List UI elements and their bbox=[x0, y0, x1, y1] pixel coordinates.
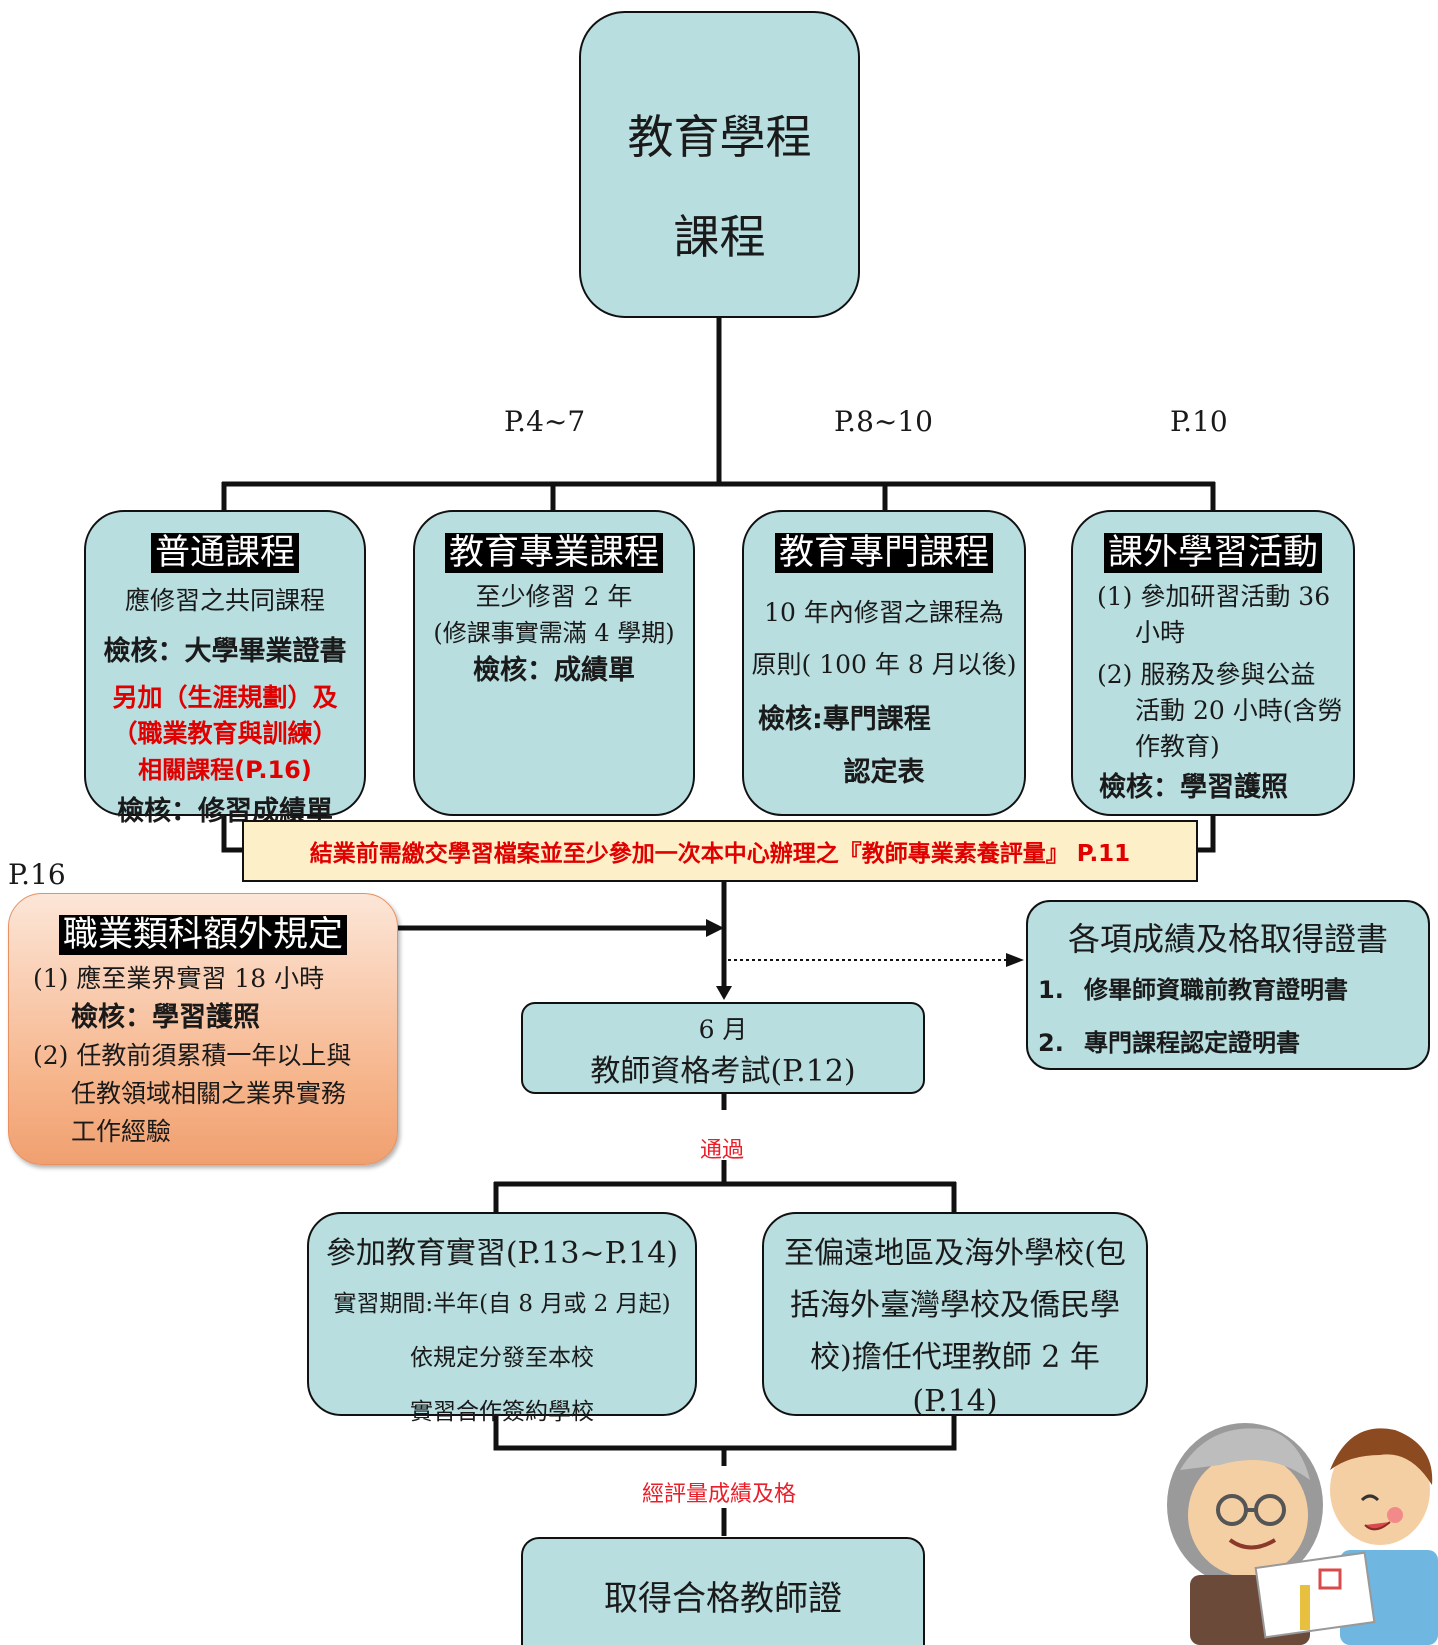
pass-label: 通過 bbox=[700, 1138, 745, 1163]
certificates-box: 各項成績及格取得證書 1.修畢師資職前教育證明書 2.專門課程認定證明書 bbox=[1026, 900, 1430, 1070]
vocational-item2a: (2) 任教前須累積一年以上與 bbox=[33, 1041, 352, 1070]
remote-teaching-box: 至偏遠地區及海外學校(包 括海外臺灣學校及僑民學 校)擔任代理教師 2 年 (P… bbox=[762, 1212, 1148, 1419]
extracurricular-item2a: (2) 服務及參與公益 bbox=[1097, 660, 1316, 689]
specialty-course-box: 教育專門課程 10 年內修習之課程為 原則( 100 年 8 月以後) 檢核:專… bbox=[742, 510, 1026, 816]
evaluation-label: 經評量成績及格 bbox=[642, 1482, 797, 1507]
page-ref-general: P.4~7 bbox=[504, 405, 586, 438]
final-title: 取得合格教師證 bbox=[604, 1579, 842, 1619]
root-title-line2: 課程 bbox=[673, 210, 766, 264]
internship-box: 參加教育實習(P.13~P.14) 實習期間:半年(自 8 月或 2 月起) 依… bbox=[307, 1212, 697, 1425]
page-ref-extra: P.10 bbox=[1170, 405, 1228, 438]
internship-title: 參加教育實習(P.13~P.14) bbox=[325, 1236, 679, 1271]
vocational-item2c: 工作經驗 bbox=[71, 1117, 172, 1146]
certificate-item-2: 2.專門課程認定證明書 bbox=[1038, 1029, 1300, 1057]
exam-box: 6 月 教師資格考試(P.12) bbox=[521, 1002, 925, 1094]
specialty-course-line2: 原則( 100 年 8 月以後) bbox=[751, 650, 1017, 679]
remote-line3: 校)擔任代理教師 2 年 bbox=[810, 1340, 1100, 1375]
certificates-title: 各項成績及格取得證書 bbox=[1067, 920, 1388, 958]
extracurricular-item2c: 作教育) bbox=[1135, 732, 1220, 761]
general-course-red-line1: 另加（生涯規劃）及 bbox=[112, 683, 338, 712]
vocational-item1: (1) 應至業界實習 18 小時 bbox=[33, 964, 325, 993]
general-course-title: 普通課程 bbox=[150, 533, 299, 573]
vocational-title: 職業類科額外規定 bbox=[58, 915, 347, 955]
professional-course-check: 檢核：成績單 bbox=[473, 655, 635, 686]
extracurricular-item1b: 小時 bbox=[1135, 618, 1186, 647]
general-course-red-line3: 相關課程(P.16) bbox=[138, 756, 312, 784]
general-course-check1: 檢核：大學畢業證書 bbox=[103, 636, 347, 667]
certificate-item-1: 1.修畢師資職前教育證明書 bbox=[1038, 976, 1348, 1004]
general-course-desc: 應修習之共同課程 bbox=[124, 586, 325, 615]
specialty-course-check1: 檢核:專門課程 bbox=[758, 704, 931, 735]
extracurricular-check: 檢核：學習護照 bbox=[1099, 772, 1288, 803]
vocational-box: 職業類科額外規定 (1) 應至業界實習 18 小時 檢核：學習護照 (2) 任教… bbox=[8, 893, 398, 1165]
extracurricular-item2b: 活動 20 小時(含勞 bbox=[1135, 696, 1343, 725]
vocational-check: 檢核：學習護照 bbox=[71, 1002, 260, 1033]
teacher-and-student-handshake-illustration bbox=[1167, 1423, 1438, 1645]
root-title-line1: 教育學程 bbox=[627, 110, 812, 164]
specialty-course-check2: 認定表 bbox=[843, 757, 925, 788]
specialty-course-line1: 10 年內修習之課程為 bbox=[764, 598, 1004, 627]
vocational-item2b: 任教領域相關之業界實務 bbox=[71, 1079, 347, 1108]
remote-line1: 至偏遠地區及海外學校(包 bbox=[784, 1236, 1126, 1271]
professional-course-line2: (修課事實需滿 4 學期) bbox=[433, 619, 675, 647]
extracurricular-title: 課外學習活動 bbox=[1103, 533, 1322, 573]
extracurricular-box: 課外學習活動 (1) 參加研習活動 36 小時 (2) 服務及參與公益 活動 2… bbox=[1071, 510, 1355, 816]
general-course-red-line2: （職業教育與訓練） bbox=[112, 719, 338, 748]
professional-course-box: 教育專業課程 至少修習 2 年 (修課事實需滿 4 學期) 檢核：成績單 bbox=[413, 510, 695, 816]
internship-line2: 依規定分發至本校 bbox=[410, 1345, 594, 1371]
portfolio-banner-text: 結業前需繳交學習檔案並至少參加一次本中心辦理之『教師專業素養評量』 P.11 bbox=[309, 841, 1131, 867]
specialty-course-title: 教育專門課程 bbox=[774, 533, 993, 573]
extracurricular-item1a: (1) 參加研習活動 36 bbox=[1097, 582, 1331, 611]
professional-course-line1: 至少修習 2 年 bbox=[475, 582, 633, 611]
remote-line2: 括海外臺灣學校及僑民學 bbox=[790, 1288, 1120, 1323]
remote-line4: (P.14) bbox=[912, 1384, 998, 1419]
exam-month: 6 月 bbox=[698, 1015, 748, 1044]
page-ref-vocational: P.16 bbox=[8, 858, 66, 891]
professional-course-title: 教育專業課程 bbox=[444, 533, 663, 573]
portfolio-banner: 結業前需繳交學習檔案並至少參加一次本中心辦理之『教師專業素養評量』 P.11 bbox=[242, 820, 1198, 882]
root-box: 教育學程 課程 bbox=[579, 11, 860, 318]
final-certificate-box: 取得合格教師證 bbox=[521, 1537, 925, 1645]
exam-title: 教師資格考試(P.12) bbox=[590, 1054, 856, 1089]
internship-line3: 實習合作簽約學校 bbox=[410, 1399, 594, 1425]
general-course-box: 普通課程 應修習之共同課程 檢核：大學畢業證書 另加（生涯規劃）及 （職業教育與… bbox=[84, 510, 366, 827]
internship-line1: 實習期間:半年(自 8 月或 2 月起) bbox=[333, 1291, 671, 1317]
page-ref-specialty: P.8~10 bbox=[834, 405, 933, 438]
